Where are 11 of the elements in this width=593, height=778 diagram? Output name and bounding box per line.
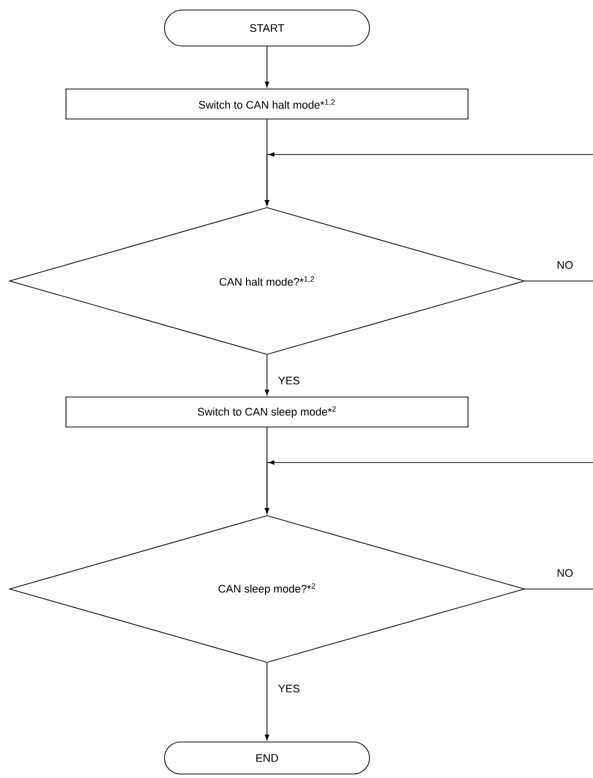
process-box: Switch to CAN sleep mode*$^{2}$ (66, 396, 468, 428)
arrow (264, 354, 270, 396)
arrow (264, 46, 270, 88)
edge-label: NO (556, 568, 574, 578)
edge-label: YES (277, 684, 301, 694)
edge-label: NO (556, 260, 574, 270)
edge-label: YES (277, 376, 301, 386)
arrow (264, 152, 593, 206)
process-box: Switch to CAN halt mode*$^{1,2}$ (66, 88, 468, 120)
arrow (264, 460, 593, 514)
arrow (264, 662, 270, 740)
